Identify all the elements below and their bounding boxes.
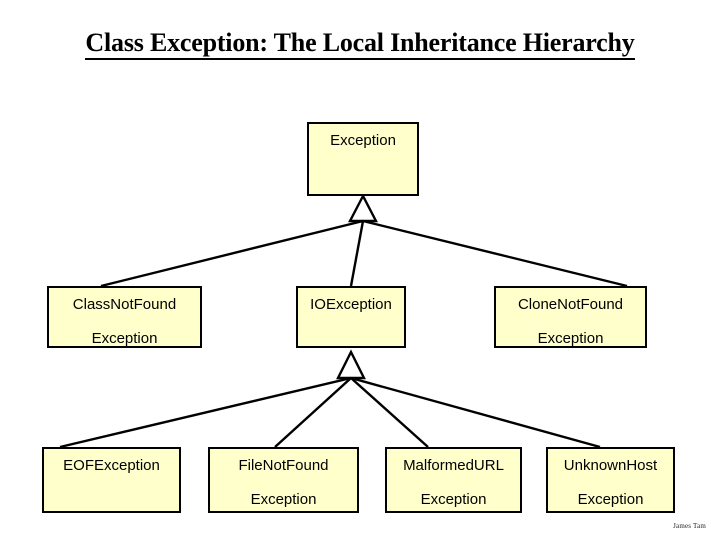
class-box-clone-not-found-exception-line2: Exception	[537, 330, 604, 347]
class-box-exception-line1: Exception	[330, 132, 396, 149]
class-box-malformed-url-exception[interactable]: MalformedURL Exception	[385, 447, 522, 513]
class-box-clone-not-found-exception[interactable]: CloneNotFound Exception	[494, 286, 647, 348]
class-box-eof-exception[interactable]: EOFException	[42, 447, 181, 513]
class-box-io-exception-line1: IOException	[310, 296, 392, 313]
class-box-malformed-url-exception-line2: Exception	[420, 491, 487, 508]
generalization-io-exception	[59, 349, 601, 449]
class-box-file-not-found-exception-line2: Exception	[250, 491, 317, 508]
class-box-unknown-host-exception-line2: Exception	[577, 491, 644, 508]
class-box-eof-exception-line1: EOFException	[63, 457, 160, 474]
class-box-exception[interactable]: Exception	[307, 122, 419, 196]
class-box-file-not-found-exception[interactable]: FileNotFound Exception	[208, 447, 359, 513]
class-box-file-not-found-exception-line1: FileNotFound	[238, 457, 329, 474]
class-box-unknown-host-exception[interactable]: UnknownHost Exception	[546, 447, 675, 513]
author-credit: James Tam	[673, 522, 706, 530]
class-box-class-not-found-exception-line1: ClassNotFound	[72, 296, 177, 313]
page-title-text: Class Exception: The Local Inheritance H…	[85, 28, 635, 60]
page-title: Class Exception: The Local Inheritance H…	[0, 28, 720, 60]
class-box-unknown-host-exception-line1: UnknownHost	[563, 457, 658, 474]
class-box-io-exception[interactable]: IOException	[296, 286, 406, 348]
class-box-clone-not-found-exception-line1: CloneNotFound	[517, 296, 624, 313]
generalization-exception	[100, 193, 628, 288]
class-box-class-not-found-exception-line2: Exception	[91, 330, 158, 347]
class-box-malformed-url-exception-line1: MalformedURL	[403, 457, 504, 474]
class-box-class-not-found-exception[interactable]: ClassNotFound Exception	[47, 286, 202, 348]
